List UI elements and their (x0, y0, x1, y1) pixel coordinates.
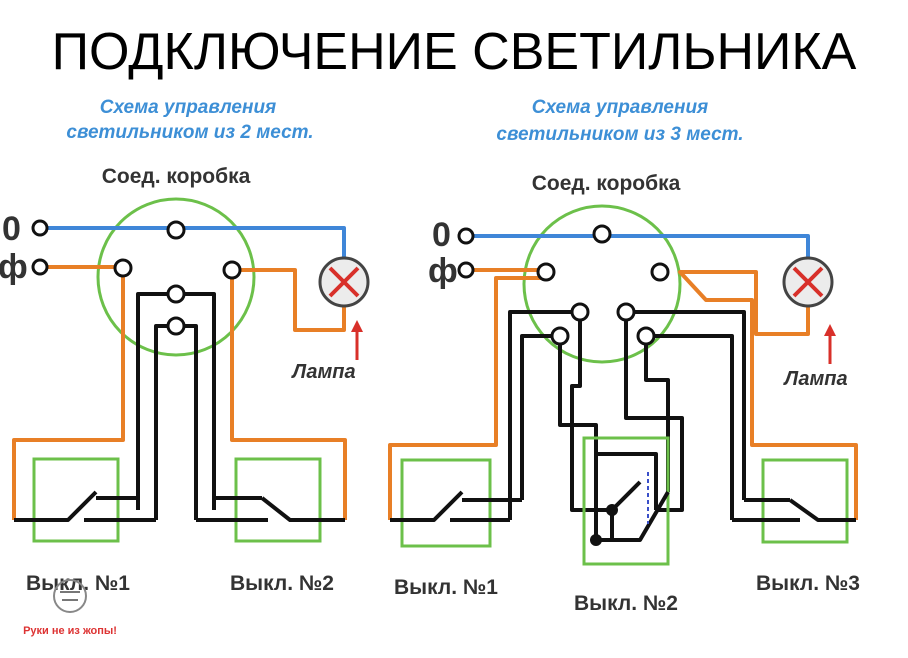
right-neutral-label: 0 (432, 216, 451, 254)
right-traveller-a (520, 334, 560, 500)
right-traveller-f (644, 336, 670, 492)
right-caption-line2: светильником из 3 мест. (496, 124, 743, 145)
right-traveller-c (570, 312, 612, 512)
right-switch2-junction-2 (590, 534, 602, 546)
right-lamp-arrow-icon (824, 324, 836, 364)
right-switch2-junction-1 (606, 504, 618, 516)
watermark-logo (53, 579, 87, 613)
right-node-traveller-1 (570, 302, 590, 322)
right-caption-line1: Схема управления (532, 97, 709, 118)
right-neutral-wire (466, 234, 810, 258)
right-traveller-e (624, 312, 684, 512)
right-switch3-label: Выкл. №3 (756, 572, 860, 595)
left-phase-wire (12, 265, 125, 520)
right-traveller-b (508, 310, 580, 520)
right-node-traveller-2 (616, 302, 636, 322)
left-node-traveller-2 (166, 316, 186, 336)
right-phase-label: ф (428, 252, 458, 290)
left-switch2-label: Выкл. №2 (230, 572, 334, 595)
left-switch1-contact (14, 490, 156, 522)
left-junction-box (96, 197, 256, 357)
left-node-neutral (166, 220, 186, 240)
left-lamp-wire (230, 268, 347, 520)
right-switch1-box (400, 458, 492, 548)
right-switch2-contact (596, 452, 670, 542)
left-neutral-wire (40, 226, 346, 258)
right-lamp-icon (782, 256, 834, 308)
right-neutral-terminal (457, 227, 475, 245)
right-junction-box-label: Соед. коробка (532, 172, 681, 195)
right-traveller-h (646, 334, 734, 520)
left-node-lamp (222, 260, 242, 280)
right-switch3-contact (732, 498, 856, 522)
left-switch1-label: Выкл. №1 (26, 572, 130, 595)
right-traveller-d (558, 336, 598, 540)
left-traveller-1b (176, 292, 216, 510)
left-traveller-1 (136, 292, 176, 510)
right-lamp-label: Лампа (782, 368, 847, 390)
right-traveller-g (626, 310, 746, 500)
right-node-traveller-4 (636, 326, 656, 346)
left-phase-terminal (31, 258, 49, 276)
right-switch2-label: Выкл. №2 (574, 592, 678, 615)
left-phase-label: ф (0, 248, 28, 286)
right-node-traveller-3 (550, 326, 570, 346)
right-switch1-label: Выкл. №1 (394, 576, 498, 599)
right-node-lamp (650, 262, 670, 282)
left-junction-box-label: Соед. коробка (102, 165, 251, 188)
right-phase-terminal (457, 261, 475, 279)
left-switch2-contact (196, 496, 345, 522)
page-title: ПОДКЛЮЧЕНИЕ СВЕТИЛЬНИКА (51, 23, 857, 81)
left-lamp-arrow-icon (351, 320, 363, 360)
left-node-phase (113, 258, 133, 278)
left-neutral-terminal (31, 219, 49, 237)
right-node-phase (536, 262, 556, 282)
diagram-two-places: Схема управления светильником из 2 мест.… (0, 97, 370, 637)
left-caption-line2: светильником из 2 мест. (66, 122, 313, 143)
left-lamp-icon (318, 256, 370, 308)
left-caption-line1: Схема управления (100, 97, 277, 118)
watermark-text: Руки не из жопы! (23, 625, 117, 637)
left-neutral-label: 0 (2, 210, 21, 248)
left-node-traveller-1 (166, 284, 186, 304)
right-node-neutral (592, 224, 612, 244)
right-switch2-box (582, 436, 670, 566)
right-switch1-contact (390, 490, 522, 522)
left-lamp-label: Лампа (290, 361, 355, 383)
right-junction-box (522, 204, 682, 364)
right-lamp-wire (678, 270, 858, 520)
diagram-three-places: Схема управления светильником из 3 мест.… (388, 97, 860, 615)
